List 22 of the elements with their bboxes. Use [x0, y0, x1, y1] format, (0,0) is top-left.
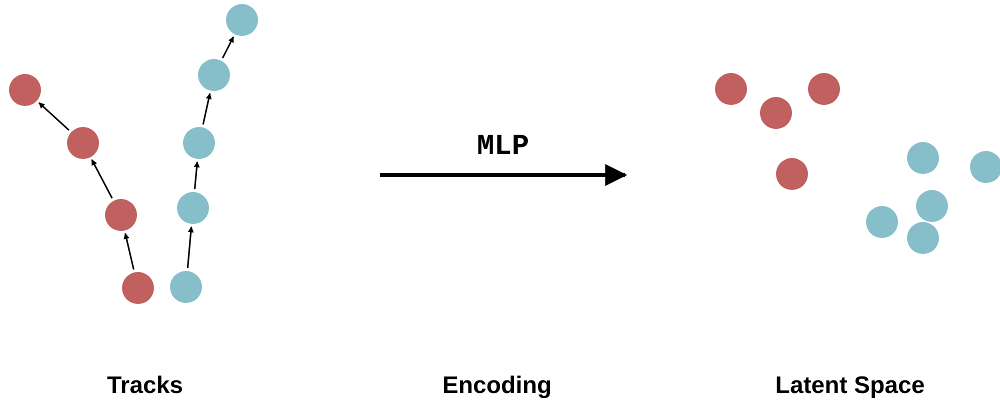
point-circle [760, 97, 792, 129]
arrow-label: MLP [476, 130, 530, 163]
point-circle [970, 151, 1000, 183]
point-circle [198, 59, 230, 91]
point-circle [866, 206, 898, 238]
point-circle [715, 73, 747, 105]
point-circle [776, 158, 808, 190]
section-label: Encoding [442, 372, 552, 400]
point-circle [122, 272, 154, 304]
point-circle [67, 127, 99, 159]
point-circle [177, 192, 209, 224]
point-circle [907, 222, 939, 254]
section-label: Tracks [106, 372, 184, 400]
point-circle [183, 127, 215, 159]
point-circle [226, 4, 258, 36]
section-label: Latent Space [775, 372, 925, 400]
point-circle [916, 190, 948, 222]
point-circle [907, 142, 939, 174]
point-circle [808, 73, 840, 105]
point-circle [105, 199, 137, 231]
point-circle [170, 271, 202, 303]
point-circle [9, 74, 41, 106]
